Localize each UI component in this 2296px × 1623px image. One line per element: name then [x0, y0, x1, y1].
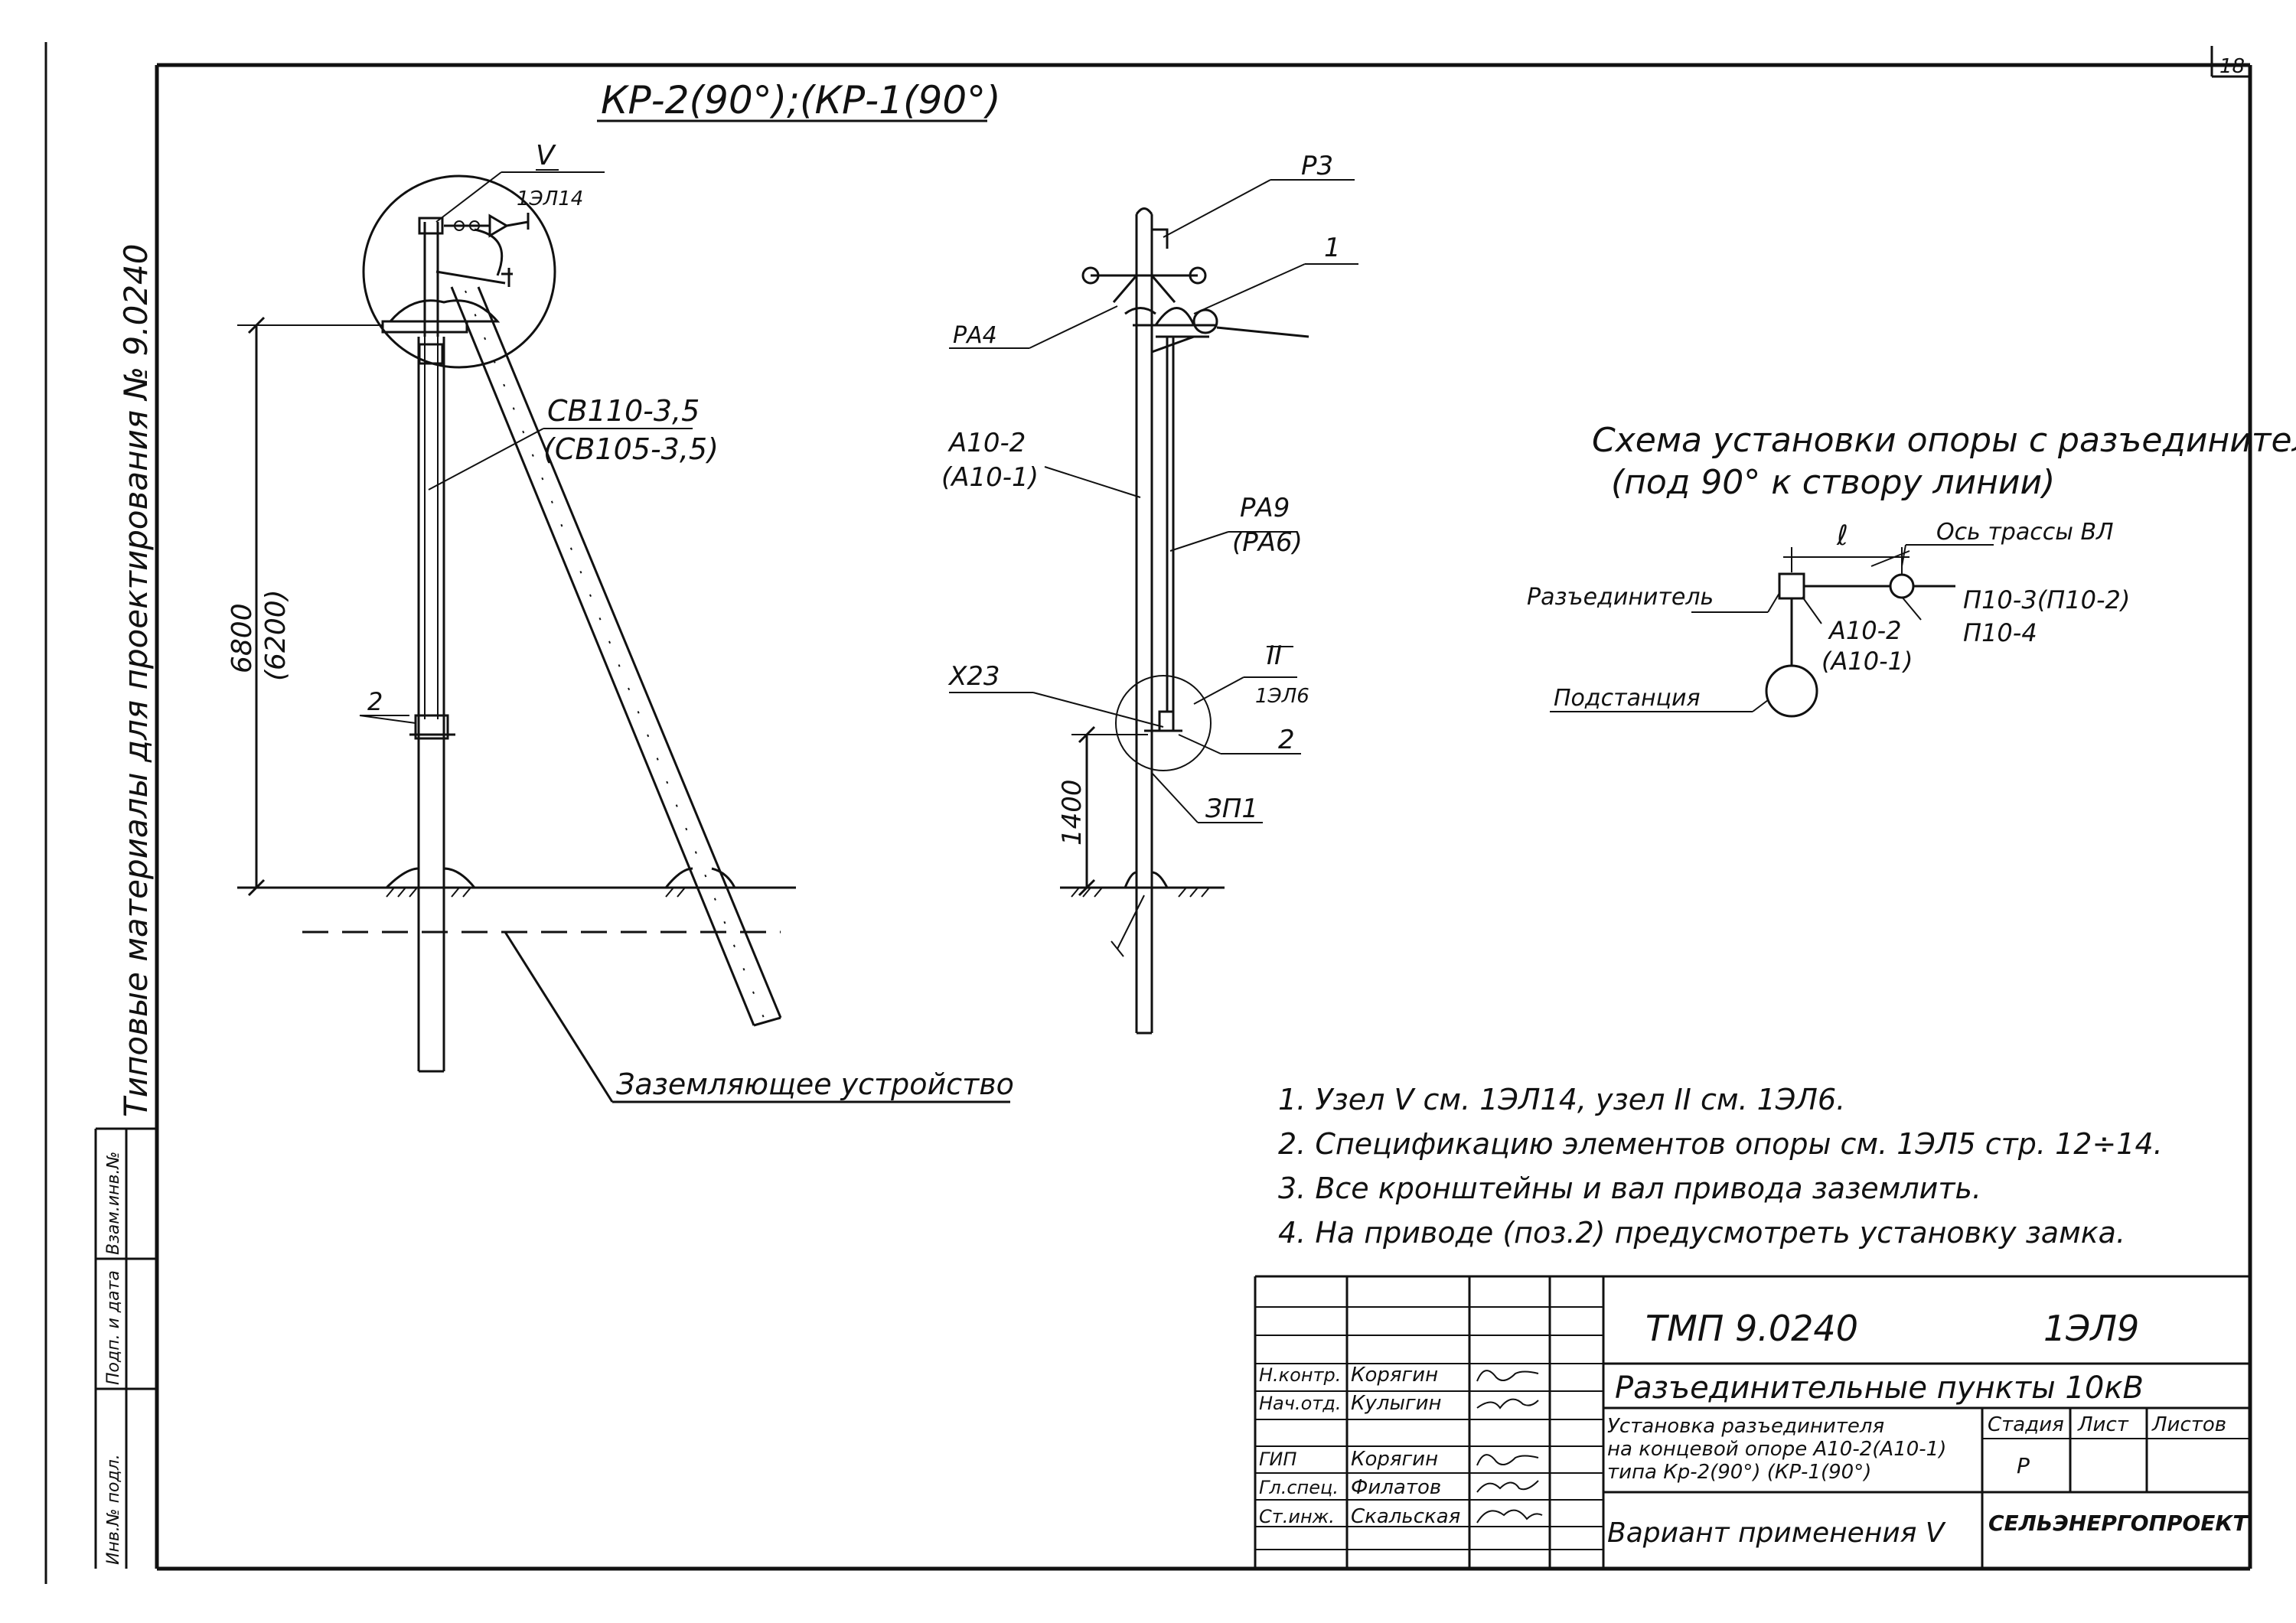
scheme-axis: Ось трассы ВЛ — [1936, 519, 2114, 546]
side-stamp-sign: Подп. и дата — [104, 1270, 123, 1385]
sheets-header: Листов — [2151, 1413, 2226, 1436]
right-height: 1400 — [1057, 779, 1088, 846]
right-node-sheet: 1ЭЛ6 — [1255, 685, 1309, 708]
doc-code: ТМП 9.0240 — [1645, 1308, 1858, 1349]
left-pole — [237, 171, 1010, 1103]
right-ra9-alt: (РА6) — [1232, 527, 1303, 558]
role-1: Нач.отд. — [1259, 1393, 1341, 1414]
right-ra9: РА9 — [1240, 493, 1290, 523]
role-2: ГИП — [1259, 1449, 1296, 1470]
scheme-a10: А10-2 — [1828, 616, 1902, 645]
right-p3: Р3 — [1301, 151, 1333, 181]
side-stamp-inv: Взам.инв.№ — [104, 1152, 123, 1255]
pole-symbol — [1889, 573, 1915, 599]
side-title: Типовые материалы для проектирования № 9… — [117, 244, 155, 1118]
left-post-label-alt: (СВ105-3,5) — [543, 432, 719, 466]
left-post-label: СВ110-3,5 — [547, 394, 700, 428]
left-height: 6800 — [227, 603, 258, 673]
variant: Вариант применения V — [1607, 1517, 1946, 1549]
disconnector-symbol — [1778, 572, 1805, 600]
scheme-title-1: Схема установки опоры с разъединителем — [1592, 421, 2296, 460]
main-title: КР-2(90°);(КР-1(90°) — [601, 78, 1001, 122]
drawing-title-1: Установка разъединителя — [1607, 1415, 1884, 1438]
left-height-alt: (6200) — [260, 589, 292, 681]
side-stamp-orig: Инв.№ подл. — [104, 1454, 123, 1565]
right-zp1: ЗП1 — [1205, 794, 1258, 824]
left-node-ref: V — [536, 140, 556, 171]
project-title: Разъединительные пункты 10кВ — [1615, 1370, 2144, 1406]
title-block — [1254, 1275, 2250, 1569]
name-0: Корягин — [1351, 1364, 1438, 1387]
note-2: 2. Спецификацию элементов опоры см. 1ЭЛ5… — [1278, 1127, 2163, 1161]
note-1: 1. Узел V см. 1ЭЛ14, узел II см. 1ЭЛ6. — [1278, 1083, 1845, 1116]
substation-symbol — [1765, 664, 1818, 718]
drawing-title-2: на концевой опоре А10-2(А10-1) — [1607, 1438, 1946, 1461]
org-name: СЕЛЬЭНЕРГОПРОЕКТ — [1988, 1511, 2249, 1536]
left-node-sheet: 1ЭЛ14 — [517, 187, 583, 210]
name-4: Скальская — [1351, 1505, 1460, 1528]
role-4: Ст.инж. — [1259, 1506, 1335, 1527]
node-v-circle — [362, 174, 556, 369]
scheme-disconnector: Разъединитель — [1527, 584, 1714, 611]
right-pole — [949, 179, 1358, 1035]
signatures — [1476, 1370, 1543, 1524]
right-a10-alt: (А10-1) — [941, 462, 1039, 493]
scheme-p10-4: П10-4 — [1963, 618, 2037, 647]
scheme-l: ℓ — [1836, 520, 1848, 552]
right-p1: 1 — [1324, 233, 1341, 263]
sheet-number: 18 — [2219, 55, 2245, 78]
role-0: Н.контр. — [1259, 1364, 1341, 1386]
right-a10: А10-2 — [947, 428, 1026, 458]
right-node-ref: II — [1267, 640, 1282, 671]
stage-value: Р — [2017, 1453, 2030, 1478]
scheme-substation: Подстанция — [1554, 685, 1701, 712]
drawing-title-3: типа Кр-2(90°) (КР-1(90°) — [1607, 1461, 1871, 1484]
side-stamp — [94, 1127, 157, 1569]
stage-header: Стадия — [1988, 1413, 2064, 1436]
right-pos-2: 2 — [1278, 725, 1295, 755]
scheme-a10-alt: (А10-1) — [1821, 647, 1913, 676]
left-ground-label: Заземляющее устройство — [616, 1067, 1014, 1101]
right-ra4: РА4 — [953, 322, 997, 349]
name-1: Кулыгин — [1351, 1392, 1442, 1415]
sheet-frame — [44, 42, 2252, 1584]
name-3: Филатов — [1351, 1476, 1441, 1499]
sheet-code: 1ЭЛ9 — [2043, 1308, 2139, 1349]
left-pos-2: 2 — [367, 687, 383, 716]
scheme-title-2: (под 90° к створу линии) — [1611, 463, 2055, 502]
name-2: Корягин — [1351, 1448, 1438, 1471]
right-x23: Х23 — [947, 661, 1000, 692]
note-3: 3. Все кронштейны и вал привода заземлит… — [1278, 1172, 1981, 1205]
note-4: 4. На приводе (поз.2) предусмотреть уста… — [1278, 1216, 2125, 1250]
role-3: Гл.спец. — [1259, 1477, 1339, 1498]
scheme-diagram — [1550, 544, 1994, 718]
scheme-p10: П10-3(П10-2) — [1963, 585, 2130, 614]
sheet-header: Лист — [2077, 1413, 2129, 1436]
